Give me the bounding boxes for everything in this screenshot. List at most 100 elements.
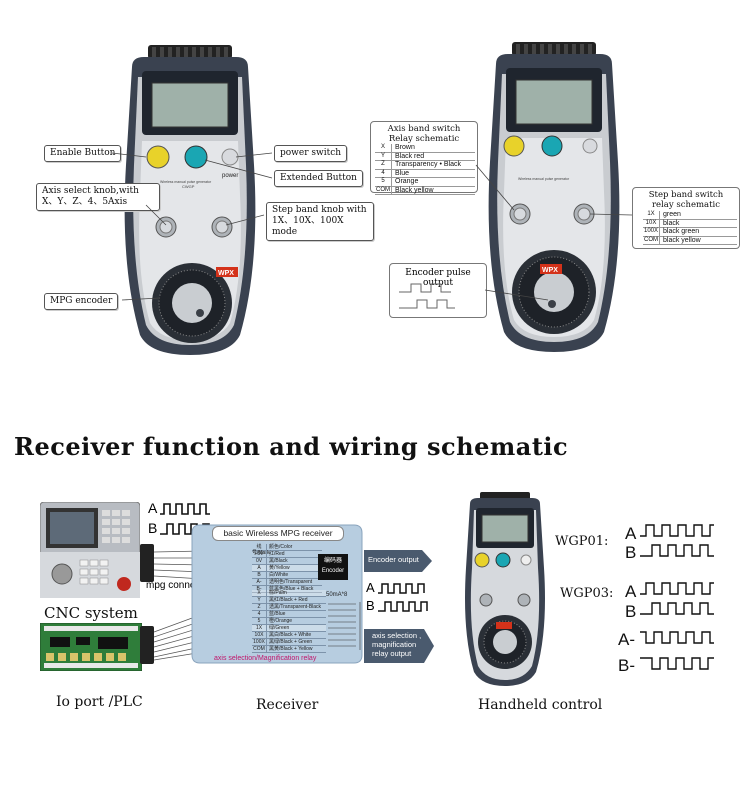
cnc-system-label: CNC system (44, 604, 138, 622)
receiver-title: basic Wireless MPG receiver (212, 526, 344, 541)
axis-schematic-row-key: X (375, 144, 392, 152)
axis-output-arrow-label: axis selection , magnification relay out… (372, 631, 422, 658)
plc-board-image (40, 623, 142, 671)
handheld-caption: Handheld control (478, 697, 603, 713)
step-schematic-row-key: 100X (643, 228, 660, 236)
step-schematic-row-key: 10X (643, 219, 660, 227)
receiver-table1-row-color: 黄/Yellow (269, 565, 290, 571)
receiver-table1-row-mark: B (252, 572, 267, 578)
receiver-table2-row-color: 黑白/Black + White (269, 632, 312, 638)
plc-label: Io port /PLC (56, 694, 143, 710)
axis-schematic-row-key: 5 (375, 178, 392, 186)
wgp01-b-label: B (625, 543, 637, 562)
pendant-top-right: Wireless manual pulse generator WPX (488, 42, 620, 352)
relay-current: 50mA*8 (326, 592, 348, 598)
axis-schematic-row-color: Blue (395, 169, 410, 177)
encoder-chip-cn: 编码器 (323, 558, 342, 564)
receiver-table1-row-color: 颜色/Color (269, 544, 293, 550)
receiver-table1-row-color: 白/White (269, 572, 289, 578)
mpg-connect-port-label: mpg connect port (146, 580, 224, 591)
receiver-table2-row-color: 棕/Palm (269, 590, 287, 596)
wgp03-label: WGP03: (560, 586, 614, 601)
receiver-table1-row-mark: B- (252, 586, 267, 592)
receiver-wave-b-label: B (366, 598, 375, 613)
svg-text:Wireless manual pulse generato: Wireless manual pulse generator (160, 180, 212, 184)
wave-a-label: A (148, 500, 158, 516)
power-switch-callout: power switch (274, 145, 348, 162)
receiver-table2-row-mark: COM (252, 646, 267, 652)
receiver-wave-a-label: A (366, 580, 375, 595)
receiver-table2-row-mark: 4 (252, 611, 267, 617)
step-band-callout: Step band knob with 1X、10X、100X mode (266, 202, 374, 241)
top-left-leader-lines (111, 152, 273, 301)
axis-schematic-row-color: Black yellow (395, 186, 434, 194)
receiver-table1-row-mark: +5V (252, 551, 267, 557)
receiver-table2-row-mark: 5 (252, 618, 267, 624)
cnc-system-image (40, 502, 140, 598)
axis-schematic-row-key: Y (375, 152, 392, 160)
step-schematic-row-color: green (663, 211, 681, 218)
axis-schematic-row-color: Orange (395, 178, 419, 185)
receiver-table2-row-color: 蓝/Blue (269, 611, 286, 617)
axis-schematic-row-color: Black red (395, 152, 425, 160)
wgp-waveforms (640, 524, 714, 670)
receiver-table1-row-color: 黑/Black (269, 558, 288, 564)
svg-text:WPX: WPX (542, 267, 558, 274)
section-heading: Receiver function and wiring schematic (14, 432, 569, 461)
step-schematic-row-key: COM (644, 236, 660, 244)
axis-schematic-row-key: 4 (375, 169, 392, 177)
receiver-table2-row-color: 橙/Orange (269, 618, 293, 624)
receiver-table1-row-color: 蓝黑色/Blue + Black (269, 586, 314, 592)
encoder-output-arrow (364, 550, 432, 572)
axis-schematic-title: Axis band switch Relay schematic (387, 124, 461, 144)
receiver-table2-row-mark: X (252, 590, 267, 596)
axis-schematic-row-key: COM (376, 186, 392, 194)
receiver-table2-row-color: 透黑/Transparent-Black (269, 604, 322, 610)
receiver-table1-row-color: 红/Red (269, 551, 285, 557)
receiver-table2-row-mark: Z (252, 604, 267, 610)
top-right-leader-lines (475, 164, 633, 301)
extended-button-callout: Extended Button (274, 170, 363, 187)
receiver-table1-row-mark: A (252, 565, 267, 571)
encoder-pulse-wave (399, 283, 455, 309)
encoder-output-arrow-label: Encoder output (368, 555, 419, 564)
axis-output-arrow (364, 629, 434, 663)
receiver-table2-row-mark: Y (252, 597, 267, 603)
receiver-table1-row: B-蓝黑色/Blue + Black (252, 586, 322, 593)
receiver-table1-row-mark: 线号/Mark (252, 544, 270, 556)
svg-text:power: power (222, 173, 238, 179)
receiver-table2-row-mark: 10X (252, 632, 267, 638)
step-schematic-row-key: 1X (643, 211, 660, 219)
step-schematic-title: Step band switch relay schematic (648, 190, 724, 210)
wgp03-a-label: A (625, 582, 637, 601)
svg-text:CWGP: CWGP (182, 184, 195, 189)
axis-select-callout: Axis select knob,with X、Y、Z、4、5Axis (36, 183, 160, 211)
receiver-caption: Receiver (256, 697, 319, 713)
wgp03-a-minus-label: A- (618, 630, 635, 649)
axis-schematic-row-color: Transparency • Black (395, 161, 461, 168)
handheld-bottom-image (465, 492, 545, 686)
receiver-table1-row-mark: A- (252, 579, 267, 585)
encoder-chip: 编码器 Encoder (318, 554, 348, 580)
wgp01-label: WGP01: (555, 534, 609, 549)
axis-schematic-row-key: Z (375, 161, 392, 169)
receiver-table1-row: A-透明色/Transparent (252, 579, 322, 586)
relay-label: axis selection/Magnification relay (214, 655, 317, 662)
